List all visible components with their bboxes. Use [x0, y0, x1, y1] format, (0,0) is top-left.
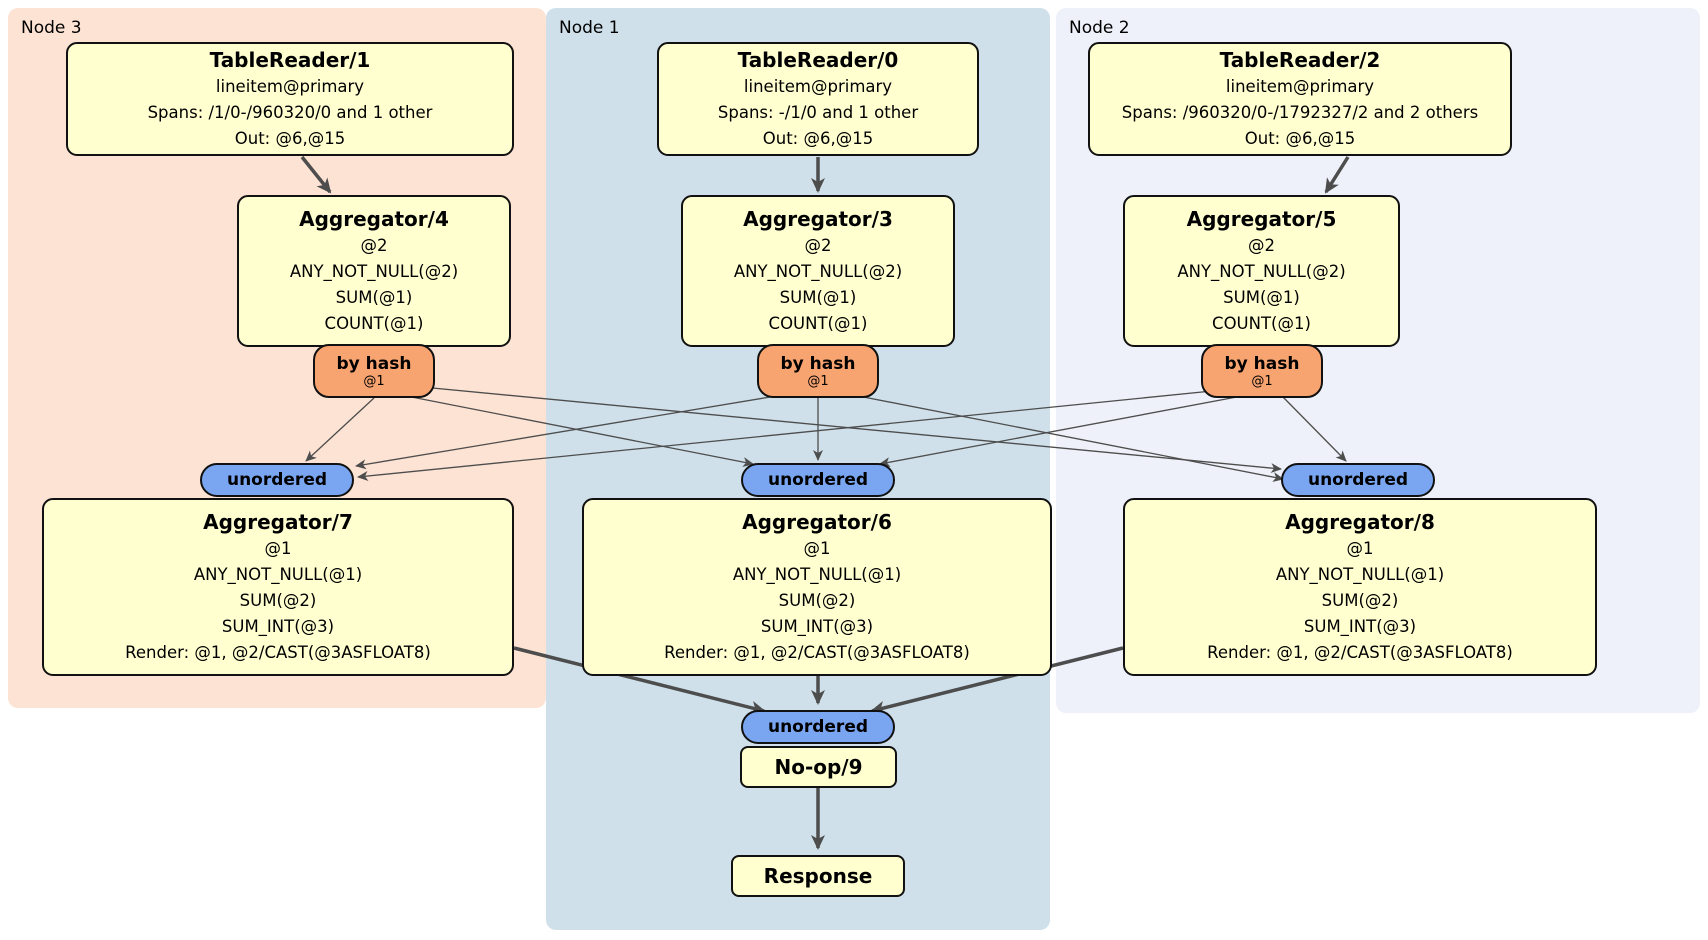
response-box: Response [731, 855, 905, 897]
box-line: @1 [1346, 539, 1374, 558]
edge [1281, 395, 1347, 462]
box-line: COUNT(@1) [1212, 314, 1311, 333]
box-line: SUM(@2) [778, 591, 856, 610]
box-line: Out: @6,@15 [762, 129, 874, 148]
box-line: lineitem@primary [1225, 77, 1375, 96]
unordered-badge-final: unordered [741, 710, 895, 744]
box-line: @2 [360, 236, 388, 255]
box-line: SUM(@2) [239, 591, 317, 610]
by-hash-label: by hash [1224, 353, 1300, 374]
edge [870, 646, 1124, 715]
unordered-label: unordered [1307, 470, 1409, 490]
box-line: SUM(@1) [335, 288, 413, 307]
box-title: Aggregator/6 [742, 510, 892, 534]
box-line: Render: @1, @2/CAST(@3ASFLOAT8) [125, 643, 431, 662]
box-line: @1 [264, 539, 292, 558]
box-line: Render: @1, @2/CAST(@3ASFLOAT8) [664, 643, 970, 662]
edge [300, 155, 332, 194]
box-line: ANY_NOT_NULL(@2) [733, 262, 903, 281]
edge [400, 384, 1282, 474]
box-line: Out: @6,@15 [1244, 129, 1356, 148]
box-line: Out: @6,@15 [234, 129, 346, 148]
by-hash-badge-node1: by hash @1 [757, 344, 879, 398]
aggregator5-box: Aggregator/5 @2 ANY_NOT_NULL(@2) SUM(@1)… [1123, 195, 1400, 347]
edge [385, 391, 754, 467]
box-line: ANY_NOT_NULL(@1) [1275, 565, 1445, 584]
edge [355, 391, 801, 470]
edge [513, 646, 766, 715]
aggregator3-box: Aggregator/3 @2 ANY_NOT_NULL(@2) SUM(@1)… [681, 195, 955, 347]
box-line: ANY_NOT_NULL(@2) [1177, 262, 1346, 281]
by-hash-column: @1 [1251, 373, 1273, 389]
node2-label: Node 2 [1069, 18, 1130, 38]
box-title: TableReader/0 [737, 48, 899, 72]
box-line: Render: @1, @2/CAST(@3ASFLOAT8) [1207, 643, 1513, 662]
box-line: Spans: /1/0-/960320/0 and 1 other [147, 103, 433, 122]
box-line: SUM(@1) [779, 288, 857, 307]
edge [305, 397, 375, 462]
unordered-label: unordered [767, 470, 869, 490]
unordered-label: unordered [226, 470, 328, 490]
box-line: SUM(@1) [1223, 288, 1300, 307]
box-line: COUNT(@1) [324, 314, 424, 333]
by-hash-column: @1 [363, 373, 385, 389]
box-line: lineitem@primary [743, 77, 893, 96]
unordered-label: unordered [767, 717, 869, 737]
aggregator8-box: Aggregator/8 @1 ANY_NOT_NULL(@1) SUM(@2)… [1123, 498, 1597, 676]
aggregator7-box: Aggregator/7 @1 ANY_NOT_NULL(@1) SUM(@2)… [42, 498, 514, 676]
box-line: COUNT(@1) [768, 314, 868, 333]
box-line: @2 [804, 236, 832, 255]
unordered-badge-node2: unordered [1281, 463, 1435, 497]
edge [837, 391, 1284, 482]
unordered-badge-node3: unordered [200, 463, 354, 497]
tablereader2-box: TableReader/2 lineitem@primary Spans: /9… [1088, 42, 1512, 156]
by-hash-label: by hash [780, 353, 856, 374]
box-title: Aggregator/4 [299, 207, 449, 231]
box-line: Spans: /960320/0-/1792327/2 and 2 others [1121, 103, 1479, 122]
box-line: ANY_NOT_NULL(@1) [193, 565, 363, 584]
edge [879, 395, 1243, 468]
box-title: Aggregator/5 [1186, 207, 1337, 231]
box-line: SUM_INT(@3) [221, 617, 335, 636]
flow-edges [300, 155, 1350, 850]
node3-label: Node 3 [21, 18, 82, 38]
tablereader0-box: TableReader/0 lineitem@primary Spans: -/… [657, 42, 979, 156]
by-hash-badge-node3: by hash @1 [313, 344, 435, 398]
box-line: SUM_INT(@3) [760, 617, 874, 636]
box-line: @1 [803, 539, 831, 558]
box-line: Spans: -/1/0 and 1 other [717, 103, 919, 122]
box-title: TableReader/1 [209, 48, 371, 72]
aggregator4-box: Aggregator/4 @2 ANY_NOT_NULL(@2) SUM(@1)… [237, 195, 511, 347]
box-title: Aggregator/3 [743, 207, 893, 231]
box-line: SUM(@2) [1321, 591, 1399, 610]
box-line: lineitem@primary [215, 77, 365, 96]
by-hash-column: @1 [807, 373, 829, 389]
by-hash-badge-node2: by hash @1 [1201, 344, 1323, 398]
node1-label: Node 1 [559, 18, 620, 38]
box-line: ANY_NOT_NULL(@1) [732, 565, 902, 584]
box-title: No-op/9 [774, 755, 863, 779]
edge [357, 389, 1223, 481]
box-title: TableReader/2 [1219, 48, 1381, 72]
unordered-badge-node1: unordered [741, 463, 895, 497]
box-title: Aggregator/7 [203, 510, 353, 534]
by-hash-label: by hash [336, 353, 412, 374]
box-line: SUM_INT(@3) [1303, 617, 1417, 636]
aggregator6-box: Aggregator/6 @1 ANY_NOT_NULL(@1) SUM(@2)… [582, 498, 1052, 676]
box-line: @2 [1248, 236, 1275, 255]
box-title: Response [763, 864, 873, 888]
box-line: ANY_NOT_NULL(@2) [289, 262, 459, 281]
tablereader1-box: TableReader/1 lineitem@primary Spans: /1… [66, 42, 514, 156]
edge [1324, 156, 1350, 194]
noop-box: No-op/9 [740, 746, 897, 788]
box-title: Aggregator/8 [1285, 510, 1435, 534]
mesh-edges [305, 384, 1347, 482]
